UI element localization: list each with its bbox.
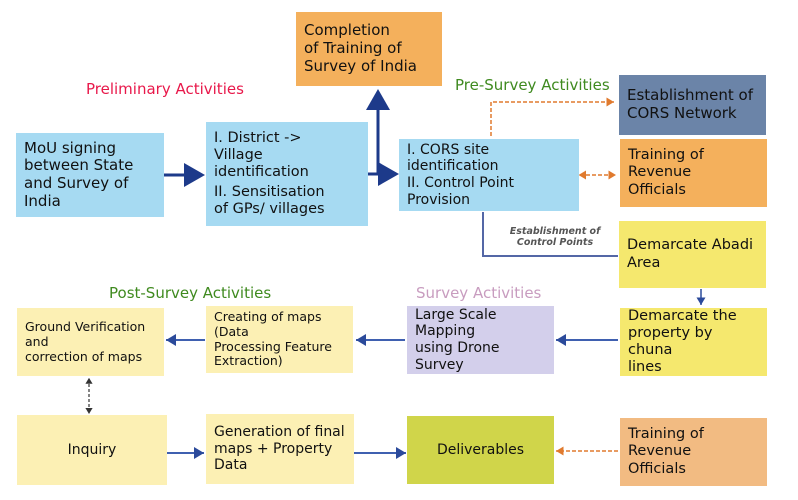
box-text: between State: [24, 156, 134, 175]
box-text: Survey of India: [304, 56, 417, 75]
box-text: Creating of maps (Data: [214, 309, 322, 339]
box-text: Inquiry: [67, 441, 117, 458]
box-training-revenue-top: Training of Revenue Officials: [620, 139, 767, 207]
box-text: Extraction): [214, 353, 283, 369]
box-text: Processing Feature: [214, 338, 332, 354]
box-inquiry: Inquiry: [17, 415, 167, 485]
box-text: maps + Property: [214, 440, 333, 457]
box-text: CORS Network: [627, 104, 737, 122]
box-text: Data: [214, 457, 248, 474]
box-deliverables: Deliverables: [407, 416, 554, 484]
box-text: correction of maps: [25, 348, 143, 364]
box-text: Officials: [628, 181, 686, 198]
label-survey-activities: Survey Activities: [416, 284, 542, 302]
box-text: Demarcate the: [628, 307, 737, 324]
label-control-points: Establishment of Control Points: [505, 226, 605, 249]
box-ground-verification: Ground Verification and correction of ma…: [17, 308, 164, 376]
box-text: II. Sensitisation: [214, 184, 325, 201]
box-text: Large Scale Mapping: [415, 306, 497, 340]
box-text: Demarcate Abadi: [627, 237, 754, 254]
box-text: Training of Revenue: [628, 147, 704, 181]
connector-label-text: Establishment of: [509, 226, 601, 237]
box-text: Deliverables: [436, 441, 525, 458]
box-mou-signing: MoU signing between State and Survey of …: [16, 133, 164, 217]
label-pre-survey-activities: Pre-Survey Activities: [455, 76, 610, 94]
box-text: II. Control Point Provision: [407, 175, 514, 208]
box-demarcate-property: Demarcate the property by chuna lines: [620, 308, 767, 376]
box-final-maps: Generation of final maps + Property Data: [206, 414, 354, 484]
label-preliminary-activities: Preliminary Activities: [86, 80, 244, 98]
box-creating-maps: Creating of maps (Data Processing Featur…: [206, 306, 353, 373]
box-demarcate-abadi: Demarcate Abadi Area: [619, 221, 766, 288]
box-text: Ground Verification and: [25, 319, 146, 349]
box-text: I. District ->: [214, 129, 302, 146]
box-text: Generation of final: [214, 424, 345, 441]
box-text: Establishment of: [627, 86, 753, 105]
label-post-survey-activities: Post-Survey Activities: [109, 284, 272, 302]
box-drone-mapping: Large Scale Mapping using Drone Survey: [407, 306, 554, 374]
box-text: I. CORS site identification: [407, 141, 499, 175]
box-cors-identification: I. CORS site identification II. Control …: [399, 139, 579, 211]
box-text: Training of Revenue: [628, 426, 704, 460]
box-text: using Drone Survey: [415, 340, 500, 373]
box-training-revenue-bottom: Training of Revenue Officials: [620, 418, 767, 486]
box-text: Completion: [304, 21, 390, 40]
box-completion-training: Completion of Training of Survey of Indi…: [296, 12, 442, 86]
dashed-to-cors-network: [490, 97, 614, 136]
box-cors-network: Establishment of CORS Network: [619, 75, 766, 135]
box-text: and Survey of India: [24, 174, 129, 210]
box-text: lines: [628, 359, 662, 376]
box-text: Area: [627, 254, 661, 271]
box-text: of Training of: [304, 39, 402, 58]
box-district-village: I. District -> Village identification II…: [206, 122, 368, 226]
box-text: of GPs/ villages: [214, 201, 325, 218]
box-text: property by chuna: [628, 324, 713, 358]
connector-label-text: Control Points: [516, 237, 594, 249]
box-text: MoU signing: [24, 138, 117, 157]
box-text: Village identification: [214, 146, 309, 180]
box-text: Officials: [628, 460, 686, 477]
